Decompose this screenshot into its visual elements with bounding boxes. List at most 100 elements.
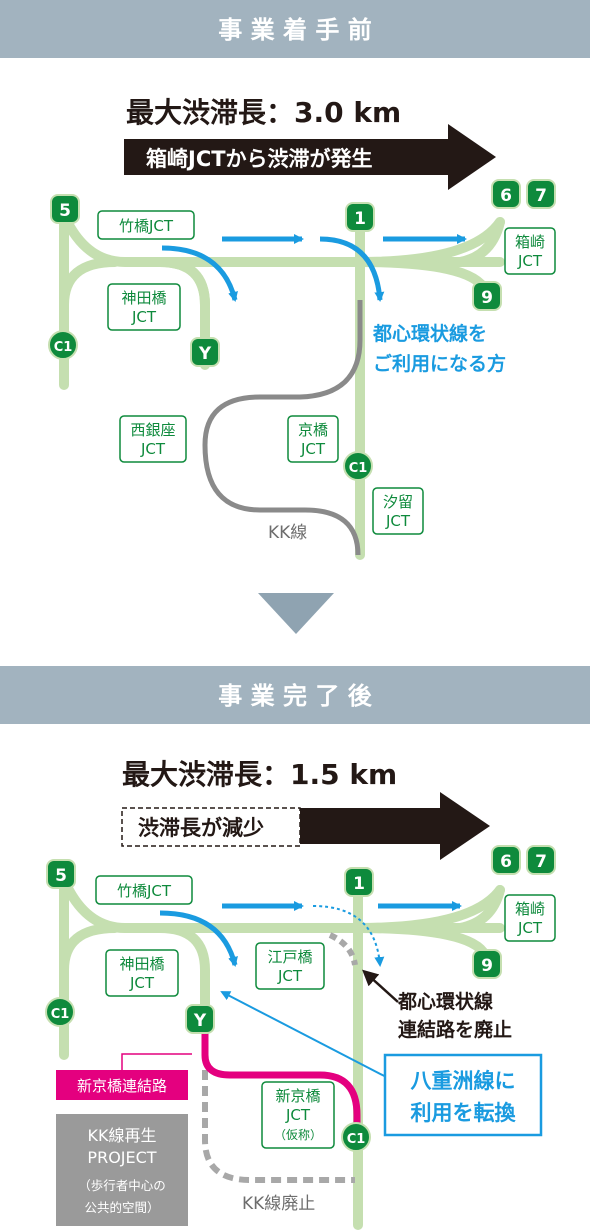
before-kk-label: KK線 <box>268 523 307 543</box>
svg-text:都心環状線: 都心環状線 <box>397 990 493 1013</box>
after-jct-hakozaki: 箱崎 JCT <box>504 894 556 942</box>
svg-text:Y: Y <box>193 1011 207 1031</box>
svg-text:連結路を廃止: 連結路を廃止 <box>398 1018 512 1041</box>
after-jct-shinkyobashi: 新京橋 JCT （仮称） <box>261 1081 335 1149</box>
svg-text:八重洲線に: 八重洲線に <box>411 1069 516 1093</box>
svg-text:竹橋JCT: 竹橋JCT <box>119 217 174 235</box>
after-shinkyobashi-link <box>201 1030 361 1135</box>
before-jct-kandabashi: 神田橋 JCT <box>107 283 181 331</box>
before-route-9: 9 <box>472 281 502 311</box>
svg-text:JCT: JCT <box>517 252 543 270</box>
svg-text:神田橋: 神田橋 <box>119 955 164 973</box>
after-route-c1-right: C1 <box>341 1122 371 1152</box>
after-yaesu-switch-box: 八重洲線に 利用を転換 <box>383 1053 543 1137</box>
after-jct-edobashi: 江戸橋 JCT <box>255 942 325 990</box>
svg-text:箱崎: 箱崎 <box>515 900 545 918</box>
svg-text:JCT: JCT <box>131 308 157 326</box>
after-route-6: 6 <box>491 845 521 875</box>
after-kk-project-box: KK線再生 PROJECT （歩行者中心の 公共的空間） <box>56 1114 188 1226</box>
before-congestion-arrow <box>124 124 496 190</box>
after-abolished-link-stub <box>328 932 358 966</box>
after-link-abolished-pointer <box>362 969 399 1003</box>
svg-text:JCT: JCT <box>300 440 326 458</box>
svg-text:JCT: JCT <box>129 974 155 992</box>
svg-text:C1: C1 <box>51 1007 70 1022</box>
svg-text:箱崎: 箱崎 <box>515 233 545 251</box>
after-route-y: Y <box>185 1004 215 1034</box>
svg-text:利用を転換: 利用を転換 <box>411 1101 517 1125</box>
after-yaesu-pointer <box>220 991 393 1081</box>
svg-text:PROJECT: PROJECT <box>87 1148 156 1167</box>
svg-text:7: 7 <box>535 852 547 872</box>
svg-text:京橋: 京橋 <box>298 421 328 439</box>
before-jct-hakozaki: 箱崎 JCT <box>504 227 556 275</box>
before-route-5: 5 <box>50 194 80 224</box>
svg-text:KK線再生: KK線再生 <box>88 1126 157 1145</box>
after-header-bar <box>0 666 590 724</box>
before-user-note: 都心環状線を ご利用になる方 <box>372 322 506 375</box>
svg-text:公共的空間）: 公共的空間） <box>84 1200 159 1215</box>
after-arrow-text: 渋滞長が減少 <box>138 816 264 840</box>
svg-text:江戸橋: 江戸橋 <box>267 948 312 966</box>
svg-text:（歩行者中心の: （歩行者中心の <box>78 1178 166 1193</box>
before-jct-shiodome: 汐留 JCT <box>372 487 424 535</box>
svg-text:1: 1 <box>354 209 366 229</box>
svg-text:7: 7 <box>535 186 547 206</box>
svg-text:JCT: JCT <box>285 1106 311 1124</box>
svg-text:都心環状線を: 都心環状線を <box>372 322 487 345</box>
svg-text:新京橋連結路: 新京橋連結路 <box>77 1077 167 1095</box>
before-header-title: 事 業 着 手 前 <box>218 16 371 44</box>
before-section: 事 業 着 手 前 最大渋滞長：3.0 km 箱崎JCTから渋滞が発生 KK線 <box>0 0 590 560</box>
before-route-c1-left: C1 <box>48 330 78 360</box>
after-jct-takebashi: 竹橋JCT <box>95 875 193 905</box>
svg-text:（仮称）: （仮称） <box>274 1128 322 1142</box>
after-shinkyobashi-link-label: 新京橋連結路 <box>56 1070 188 1100</box>
after-max-congestion: 最大渋滞長：1.5 km <box>122 758 397 791</box>
after-kk-abolished-label: KK線廃止 <box>242 1194 315 1214</box>
after-route-7: 7 <box>526 845 556 875</box>
before-route-7: 7 <box>526 179 556 209</box>
after-route-9: 9 <box>472 949 502 979</box>
after-route-c1-left: C1 <box>45 997 75 1027</box>
after-jct-kandabashi: 神田橋 JCT <box>105 949 179 997</box>
after-header-title: 事 業 完 了 後 <box>218 682 372 710</box>
svg-text:6: 6 <box>500 852 512 872</box>
after-shinkyobashi-link-leader <box>121 1053 192 1070</box>
before-jct-nishiginza: 西銀座 JCT <box>119 415 187 463</box>
svg-text:JCT: JCT <box>385 512 411 530</box>
before-road-network <box>59 205 505 560</box>
after-section: 事 業 完 了 後 最大渋滞長：1.5 km 渋滞長が減少 <box>0 666 590 1230</box>
svg-text:JCT: JCT <box>277 967 303 985</box>
before-jct-takebashi: 竹橋JCT <box>97 210 195 240</box>
before-header-bar <box>0 0 590 58</box>
svg-text:C1: C1 <box>349 461 368 476</box>
after-abolished-flow <box>312 905 385 967</box>
after-arrow-text-box <box>121 807 301 847</box>
svg-text:6: 6 <box>500 186 512 206</box>
svg-text:JCT: JCT <box>140 440 166 458</box>
before-traffic-flows <box>161 234 467 302</box>
before-kk-line <box>202 300 363 556</box>
svg-text:5: 5 <box>55 866 67 886</box>
svg-text:西銀座: 西銀座 <box>130 421 175 439</box>
svg-text:Y: Y <box>198 344 212 364</box>
before-route-1: 1 <box>345 202 375 232</box>
after-congestion-arrow <box>300 792 490 860</box>
before-jct-kyobashi: 京橋 JCT <box>287 415 339 463</box>
svg-text:C1: C1 <box>54 340 73 355</box>
section-divider-arrow <box>258 593 334 634</box>
before-route-c1-right: C1 <box>343 451 373 481</box>
svg-text:神田橋: 神田橋 <box>121 289 166 307</box>
svg-text:9: 9 <box>481 288 493 308</box>
before-route-y: Y <box>190 337 220 367</box>
svg-text:竹橋JCT: 竹橋JCT <box>117 882 172 900</box>
before-route-6: 6 <box>491 179 521 209</box>
svg-text:JCT: JCT <box>517 919 543 937</box>
after-kk-abolished-line <box>202 1070 355 1183</box>
before-arrow-text: 箱崎JCTから渋滞が発生 <box>146 147 373 171</box>
after-route-1: 1 <box>344 867 374 897</box>
svg-text:汐留: 汐留 <box>383 493 413 511</box>
after-link-abolished-note: 都心環状線 連結路を廃止 <box>397 990 512 1041</box>
svg-text:ご利用になる方: ご利用になる方 <box>373 352 506 375</box>
